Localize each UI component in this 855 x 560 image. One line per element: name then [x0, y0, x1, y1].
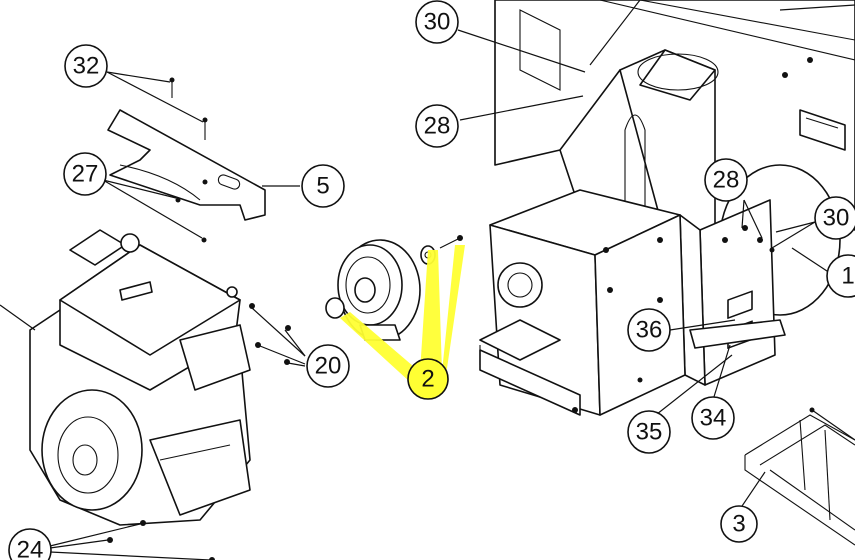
callout-5-circle [301, 164, 345, 208]
callout-27-label: 27 [72, 161, 99, 188]
callout-2-circle [407, 358, 449, 400]
callout-20-label: 20 [315, 353, 342, 380]
callout-35-circle [627, 410, 671, 454]
callout-34-label: 34 [700, 405, 727, 432]
engine-bolts [249, 303, 291, 365]
lower-frame [744, 414, 855, 546]
callout-28-top-circle [415, 104, 459, 148]
callout-30-top-label: 30 [424, 9, 451, 36]
callout-30-right-circle [814, 196, 855, 240]
callout-35-label: 35 [636, 419, 663, 446]
callout-32-circle [64, 44, 108, 88]
callout-30-right-label: 30 [823, 205, 850, 232]
callout-28-top[interactable]: 28 [415, 104, 459, 148]
callout-27-circle [63, 152, 107, 196]
callout-2-label: 2 [421, 366, 434, 393]
callout-2-highlight [340, 245, 465, 382]
callout-1-circle [826, 254, 855, 298]
callout-1[interactable]: 1 [826, 254, 855, 298]
callout-30-right[interactable]: 30 [814, 196, 855, 240]
callout-3-label: 3 [732, 511, 745, 538]
callout-5-label: 5 [316, 173, 329, 200]
callout-28-top-label: 28 [424, 113, 451, 140]
callout-32[interactable]: 32 [64, 44, 108, 88]
callout-24-circle [8, 528, 52, 560]
engine [29, 229, 251, 526]
callout-20[interactable]: 20 [306, 344, 350, 388]
callout-36-circle [627, 308, 671, 352]
callout-24-label: 24 [17, 537, 44, 560]
callout-36[interactable]: 36 [627, 308, 671, 352]
callout-28-right-label: 28 [713, 167, 740, 194]
callout-28-right-circle [704, 158, 748, 202]
callout-20-circle [306, 344, 350, 388]
callout-5[interactable]: 5 [301, 164, 345, 208]
callout-32-label: 32 [73, 53, 100, 80]
callout-28-right[interactable]: 28 [704, 158, 748, 202]
callout-24[interactable]: 24 [8, 528, 52, 560]
deflector-plate [107, 109, 266, 221]
clutch-assembly [325, 235, 463, 341]
callout-30-top-circle [415, 0, 459, 44]
callout-35[interactable]: 35 [627, 410, 671, 454]
callout-36-label: 36 [636, 317, 663, 344]
callout-3-circle [720, 505, 758, 543]
callout-3[interactable]: 3 [720, 505, 758, 543]
callout-1-label: 1 [841, 263, 854, 290]
engine-nuts [107, 520, 215, 560]
callout-30-top[interactable]: 30 [415, 0, 459, 44]
callout-34[interactable]: 34 [691, 396, 735, 440]
callout-2[interactable]: 2 [407, 358, 449, 400]
callout-27[interactable]: 27 [63, 152, 107, 196]
top-bolts [169, 77, 208, 243]
callout-34-circle [691, 396, 735, 440]
